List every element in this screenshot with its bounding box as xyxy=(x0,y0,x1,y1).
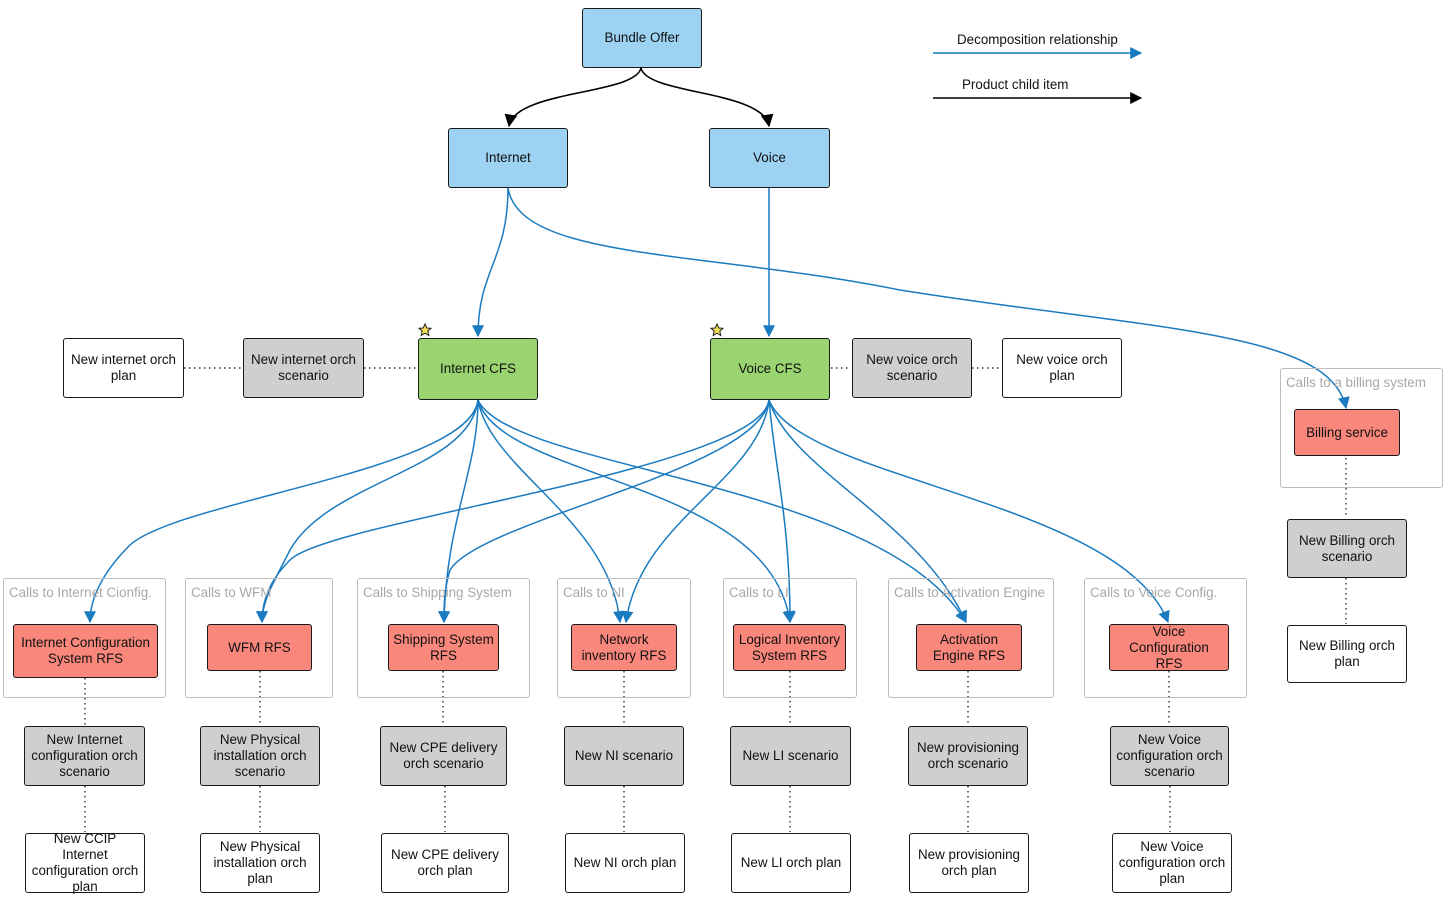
edge-icfs-internetconfig xyxy=(84,399,479,624)
group-wfm: Calls to WFM xyxy=(185,578,333,698)
edge-vcfs-li xyxy=(768,399,796,624)
node-new-physical-install-plan[interactable]: New Physical installation orch plan xyxy=(200,833,320,893)
node-internet[interactable]: Internet xyxy=(448,128,568,188)
node-billing-service[interactable]: Billing service xyxy=(1294,409,1400,456)
node-voice[interactable]: Voice xyxy=(709,128,830,188)
edge-internet-internetcfs xyxy=(472,187,509,338)
node-shipping-rfs[interactable]: Shipping System RFS xyxy=(388,624,499,671)
node-new-voice-orch-scenario[interactable]: New voice orch scenario xyxy=(852,338,972,398)
group-activation-label: Calls to Activation Engine xyxy=(894,585,1046,600)
group-ni: Calls to NI xyxy=(557,578,691,698)
star-icon xyxy=(710,323,724,337)
group-activation: Calls to Activation Engine xyxy=(888,578,1054,698)
node-new-provisioning-plan[interactable]: New provisioning orch plan xyxy=(909,833,1029,893)
group-internet-config-label: Calls to Internet Cionfig. xyxy=(9,585,152,600)
group-li-label: Calls to LI xyxy=(729,585,789,600)
edge-bundle-internet xyxy=(504,67,642,128)
group-billing: Calls to a billing system xyxy=(1280,368,1443,488)
node-internet-config-rfs[interactable]: Internet Configuration System RFS xyxy=(13,624,158,678)
node-li-rfs[interactable]: Logical Inventory System RFS xyxy=(733,624,846,671)
node-voice-config-rfs[interactable]: Voice Configuration RFS xyxy=(1109,624,1229,671)
node-bundle-offer[interactable]: Bundle Offer xyxy=(582,8,702,68)
node-new-internet-orch-scenario[interactable]: New internet orch scenario xyxy=(243,338,364,398)
node-new-ni-plan[interactable]: New NI orch plan xyxy=(565,833,685,893)
node-new-li-plan[interactable]: New LI orch plan xyxy=(731,833,851,893)
node-new-cpe-delivery-plan[interactable]: New CPE delivery orch plan xyxy=(381,833,509,893)
group-internet-config: Calls to Internet Cionfig. xyxy=(3,578,166,698)
node-new-ccip-plan[interactable]: New CCIP Internet configuration orch pla… xyxy=(25,831,145,894)
edge-icfs-activation xyxy=(477,399,967,624)
node-new-internet-orch-plan[interactable]: New internet orch plan xyxy=(63,338,184,398)
node-new-ni-scenario[interactable]: New NI scenario xyxy=(564,726,684,786)
node-new-billing-orch-scenario[interactable]: New Billing orch scenario xyxy=(1287,519,1407,578)
node-activation-rfs[interactable]: Activation Engine RFS xyxy=(916,624,1022,671)
node-new-cpe-delivery-scenario[interactable]: New CPE delivery orch scenario xyxy=(380,726,507,786)
node-voice-cfs[interactable]: Voice CFS xyxy=(710,338,830,400)
edge-vcfs-shipping xyxy=(438,399,770,624)
edge-internet-billing xyxy=(507,187,1350,410)
node-new-provisioning-scenario[interactable]: New provisioning orch scenario xyxy=(908,726,1028,786)
edge-bundle-voice xyxy=(640,67,774,128)
edge-vcfs-activation xyxy=(768,399,968,624)
group-li: Calls to LI xyxy=(723,578,857,698)
node-new-voice-config-scenario[interactable]: New Voice configuration orch scenario xyxy=(1110,726,1229,786)
edge-vcfs-voiceconfig xyxy=(768,399,1170,624)
node-internet-cfs[interactable]: Internet CFS xyxy=(418,338,538,400)
group-shipping-label: Calls to Shipping System xyxy=(363,585,512,600)
edge-vcfs-wfm xyxy=(256,399,770,624)
legend-child-label: Product child item xyxy=(962,77,1069,92)
legend-decomposition-label: Decomposition relationship xyxy=(957,32,1118,47)
group-ni-label: Calls to NI xyxy=(563,585,625,600)
edge-icfs-wfm xyxy=(256,399,479,624)
node-new-physical-install-scenario[interactable]: New Physical installation orch scenario xyxy=(200,726,320,786)
group-shipping: Calls to Shipping System xyxy=(357,578,530,698)
group-voice-config-label: Calls to Voice Config. xyxy=(1090,585,1218,600)
group-wfm-label: Calls to WFM xyxy=(191,585,272,600)
edge-icfs-li xyxy=(477,399,795,624)
node-ni-rfs[interactable]: Network inventory RFS xyxy=(571,624,677,671)
node-new-voice-config-plan[interactable]: New Voice configuration orch plan xyxy=(1112,833,1232,893)
node-wfm-rfs[interactable]: WFM RFS xyxy=(207,624,312,671)
group-voice-config: Calls to Voice Config. xyxy=(1084,578,1247,698)
node-new-voice-orch-plan[interactable]: New voice orch plan xyxy=(1002,338,1122,398)
group-billing-label: Calls to a billing system xyxy=(1286,375,1426,390)
edge-icfs-ni xyxy=(477,399,625,624)
node-new-billing-orch-plan[interactable]: New Billing orch plan xyxy=(1287,625,1407,683)
node-new-li-scenario[interactable]: New LI scenario xyxy=(730,726,851,786)
node-new-internet-config-scenario[interactable]: New Internet configuration orch scenario xyxy=(24,726,145,786)
star-icon xyxy=(418,323,432,337)
edge-vcfs-ni xyxy=(621,399,770,624)
